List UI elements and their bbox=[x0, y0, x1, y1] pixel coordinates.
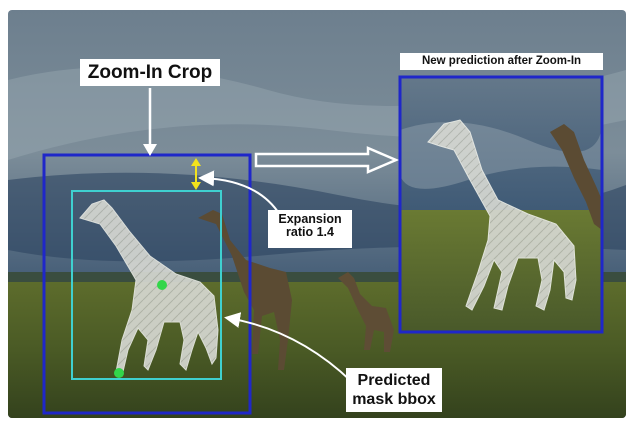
predicted-mask-line2: mask bbox bbox=[350, 390, 438, 409]
zoomed-prediction-inset bbox=[400, 77, 602, 332]
predicted-mask-bbox-label: Predicted mask bbox bbox=[346, 368, 442, 412]
expansion-ratio-line2: ratio 1.4 bbox=[272, 226, 348, 239]
new-prediction-text: New prediction after Zoom-In bbox=[422, 55, 581, 67]
point-prompt-marker bbox=[157, 280, 167, 290]
new-prediction-label: New prediction after Zoom-In bbox=[400, 53, 603, 70]
zoom-in-crop-text: Zoom-In Crop bbox=[88, 62, 213, 83]
point-prompt-marker bbox=[114, 368, 124, 378]
expansion-ratio-label: Expansion ratio 1.4 bbox=[268, 210, 352, 248]
zoom-in-crop-label: Zoom-In Crop bbox=[80, 59, 220, 86]
predicted-mask-line1: Predicted bbox=[350, 371, 438, 390]
